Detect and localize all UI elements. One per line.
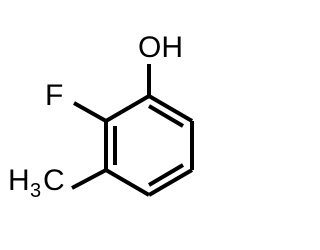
- methyl-h-label: H: [8, 164, 30, 197]
- bond-c3-ch3: [71, 168, 107, 190]
- hydroxyl-label: OH: [138, 31, 183, 64]
- ring-bond-c3-c4: [104, 168, 151, 197]
- methyl-subscript: 3: [30, 180, 41, 202]
- bond-c2-f: [73, 101, 107, 123]
- benzene-ring: [104, 94, 194, 197]
- methyl-label: H 3 C: [8, 164, 65, 202]
- ring-bond-c6-c1: [147, 94, 194, 123]
- chemical-structure: OH F H 3 C: [8, 31, 194, 202]
- ring-double-bond-c6-c1: [147, 104, 185, 128]
- ring-bond-c1-c2: [104, 94, 151, 123]
- ring-double-bond-c4-c5: [147, 163, 185, 187]
- ring-bond-c4-c5: [147, 168, 194, 197]
- methyl-c-label: C: [43, 164, 65, 197]
- fluorine-label: F: [45, 79, 63, 112]
